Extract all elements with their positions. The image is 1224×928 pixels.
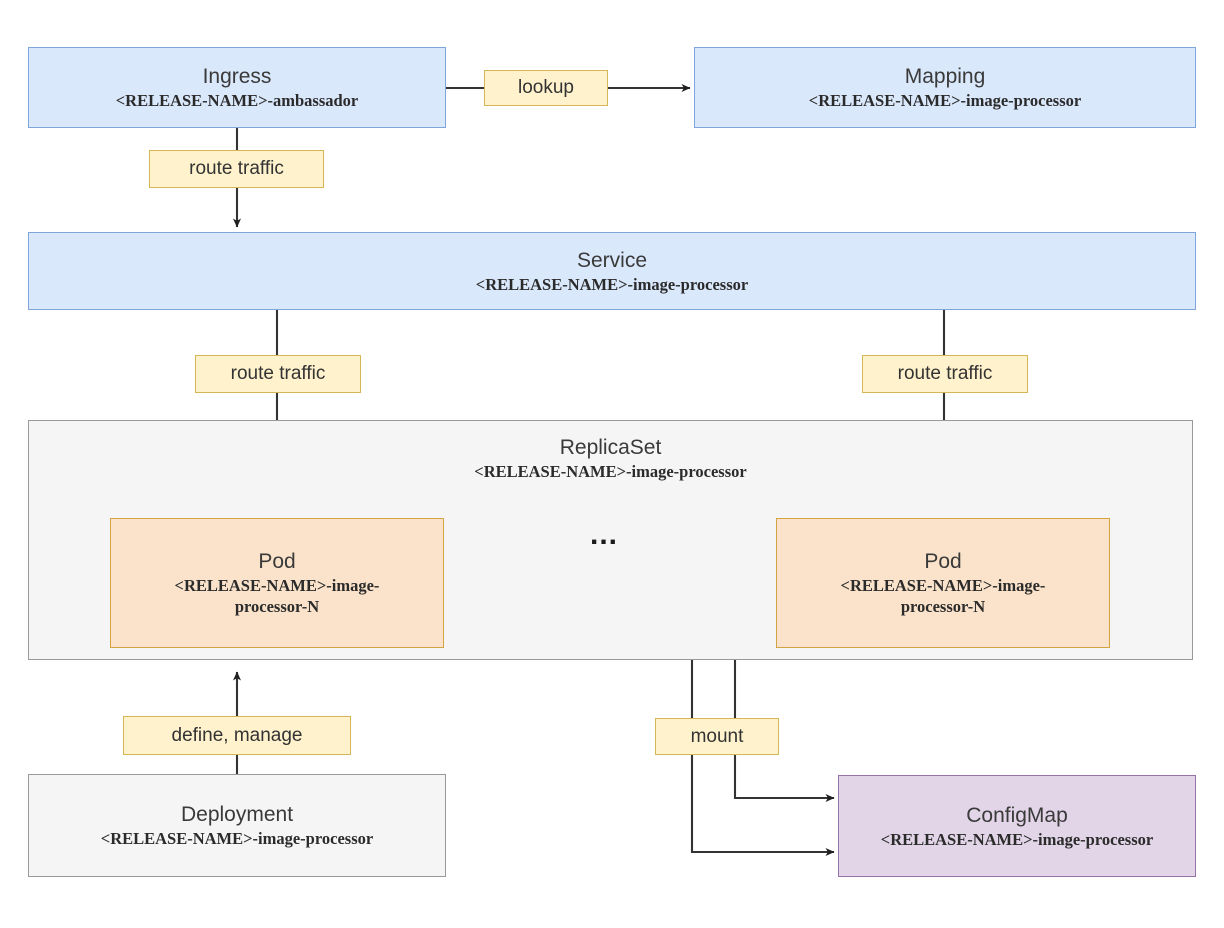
edge-label-define-manage[interactable]: define, manage (123, 716, 351, 755)
node-mapping-subtitle: <RELEASE-NAME>-image-processor (808, 91, 1082, 110)
node-replicaset-title: ReplicaSet (559, 436, 662, 459)
edge-mount-to-configmap-lower (690, 754, 835, 856)
node-pod-left-subtitle: <RELEASE-NAME>-image- processor-N (175, 575, 380, 617)
node-pod-right-subtitle-line2: processor-N (900, 597, 986, 616)
node-replicaset-subtitle: <RELEASE-NAME>-image-processor (474, 462, 747, 481)
node-service-title: Service (576, 248, 648, 272)
node-pod-left-subtitle-line2: processor-N (234, 597, 320, 616)
node-replicaset-label: ReplicaSet <RELEASE-NAME>-image-processo… (29, 435, 1192, 482)
node-pod-right-title: Pod (924, 550, 962, 573)
node-deployment[interactable]: Deployment <RELEASE-NAME>-image-processo… (28, 774, 446, 877)
node-configmap-title: ConfigMap (966, 803, 1068, 827)
edge-label-route-traffic-right[interactable]: route traffic (862, 355, 1028, 393)
node-pod-left-title: Pod (258, 550, 296, 573)
node-pod-right[interactable]: Pod <RELEASE-NAME>-image- processor-N (776, 518, 1110, 648)
edge-label-mount[interactable]: mount (655, 718, 779, 755)
node-pod-right-subtitle: <RELEASE-NAME>-image- processor-N (841, 575, 1046, 617)
node-configmap-subtitle: <RELEASE-NAME>-image-processor (880, 829, 1154, 849)
node-pod-right-subtitle-line1: <RELEASE-NAME>-image- (840, 576, 1046, 595)
edge-mount-to-configmap-upper (733, 754, 835, 802)
node-deployment-subtitle: <RELEASE-NAME>-image-processor (100, 829, 374, 848)
replica-ellipsis: ... (590, 518, 619, 551)
node-mapping[interactable]: Mapping <RELEASE-NAME>-image-processor (694, 47, 1196, 128)
node-pod-left-subtitle-line1: <RELEASE-NAME>-image- (174, 576, 380, 595)
node-ingress-subtitle: <RELEASE-NAME>-ambassador (115, 91, 359, 110)
node-service[interactable]: Service <RELEASE-NAME>-image-processor (28, 232, 1196, 310)
node-service-subtitle: <RELEASE-NAME>-image-processor (475, 274, 749, 294)
node-pod-left[interactable]: Pod <RELEASE-NAME>-image- processor-N (110, 518, 444, 648)
node-mapping-title: Mapping (904, 65, 986, 88)
edge-label-route-traffic-left[interactable]: route traffic (195, 355, 361, 393)
node-configmap[interactable]: ConfigMap <RELEASE-NAME>-image-processor (838, 775, 1196, 877)
node-ingress-title: Ingress (202, 65, 272, 88)
edge-label-route-traffic-ingress[interactable]: route traffic (149, 150, 324, 188)
edge-label-lookup[interactable]: lookup (484, 70, 608, 106)
node-ingress[interactable]: Ingress <RELEASE-NAME>-ambassador (28, 47, 446, 128)
node-deployment-title: Deployment (180, 803, 294, 826)
